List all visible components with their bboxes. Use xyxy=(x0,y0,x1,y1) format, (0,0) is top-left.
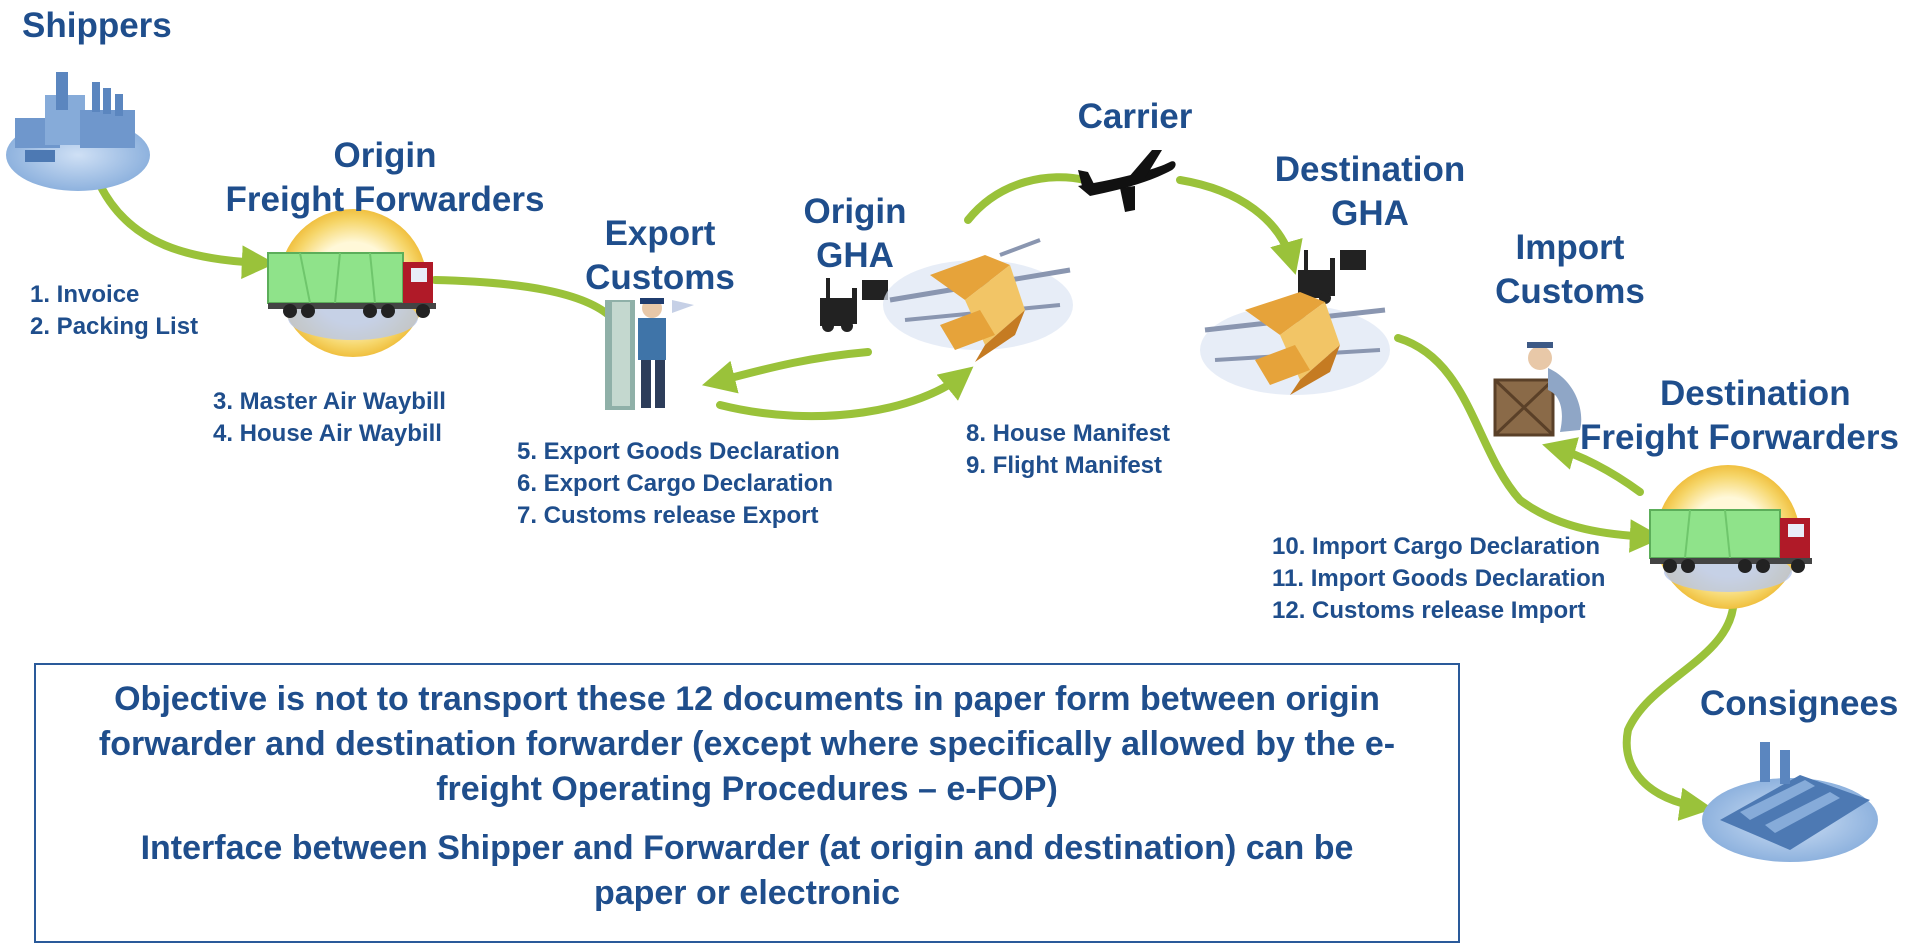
arrow-carrier-to-destination xyxy=(1176,176,1303,275)
arrow-shipper-to-forwarder xyxy=(96,181,276,279)
list-item: 1. Invoice xyxy=(30,281,140,308)
arrow-destgha-to-destff xyxy=(1394,334,1664,553)
list-item: 8. House Manifest xyxy=(966,420,1171,447)
customs-officer-icon xyxy=(605,298,694,410)
inspector-crate-icon xyxy=(1493,342,1582,437)
list-item: 12. Customs release Import xyxy=(1272,597,1586,624)
origin-forwarders-label: Origin Freight Forwarders xyxy=(225,136,545,219)
list-item: 2. Packing List xyxy=(30,313,199,340)
forklift-icon xyxy=(820,278,888,332)
list-item: 4. House Air Waybill xyxy=(213,420,442,447)
arrow-forwarder-to-customs xyxy=(431,276,616,322)
factory-icon xyxy=(6,72,150,191)
list-item: 5. Export Goods Declaration xyxy=(517,438,840,465)
arrow-destff-to-consignees xyxy=(1622,604,1737,821)
import-customs-label: Import Customs xyxy=(1495,228,1645,311)
shipper-docs-list: 1. Invoice 2. Packing List xyxy=(30,279,198,343)
shippers-label: Shippers xyxy=(22,6,172,45)
list-item: 9. Flight Manifest xyxy=(966,452,1163,479)
list-item: 11. Import Goods Declaration xyxy=(1272,565,1606,592)
export-docs-list: 5. Export Goods Declaration 6. Export Ca… xyxy=(517,436,840,532)
manifest-docs-list: 8. House Manifest 9. Flight Manifest xyxy=(966,418,1170,482)
destination-forwarders-label: Destination Freight Forwarders xyxy=(1580,374,1899,457)
list-item: 7. Customs release Export xyxy=(517,502,819,529)
destination-gha-label: Destination GHA xyxy=(1274,150,1466,233)
arrow-gha-to-carrier xyxy=(964,173,1089,224)
airport-terminal-icon xyxy=(1200,292,1390,395)
truck-icon xyxy=(267,209,436,357)
airport-terminal-icon xyxy=(883,238,1073,362)
origin-gha-label: Origin GHA xyxy=(803,192,907,275)
export-customs-label: Export Customs xyxy=(585,214,735,297)
arrow-gha-to-customs xyxy=(701,348,872,394)
carrier-label: Carrier xyxy=(1077,97,1193,136)
warehouse-icon xyxy=(1702,742,1878,862)
airplane-icon xyxy=(1078,150,1176,212)
list-item: 3. Master Air Waybill xyxy=(213,388,446,415)
list-item: 6. Export Cargo Declaration xyxy=(517,470,834,497)
arrow-destff-to-import-customs xyxy=(1542,437,1644,496)
import-docs-list: 10. Import Cargo Declaration 11. Import … xyxy=(1272,531,1605,627)
interface-text: Interface between Shipper and Forwarder … xyxy=(140,829,1354,912)
waybill-docs-list: 3. Master Air Waybill 4. House Air Waybi… xyxy=(213,386,446,450)
arrow-customs-to-gha xyxy=(716,366,974,421)
list-item: 10. Import Cargo Declaration xyxy=(1272,533,1601,560)
objective-note-box: Objective is not to transport these 12 d… xyxy=(34,663,1460,943)
truck-icon xyxy=(1649,465,1812,609)
consignees-label: Consignees xyxy=(1700,684,1899,723)
objective-text: Objective is not to transport these 12 d… xyxy=(98,680,1396,808)
